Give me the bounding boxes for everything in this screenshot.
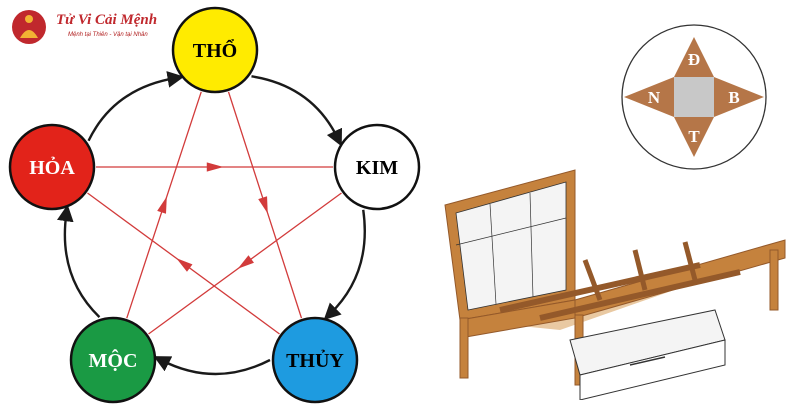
- generating-arrow-moc-hoa: [56, 204, 101, 318]
- element-label-hoa: HỎA: [29, 156, 75, 179]
- logo-title: Tử Vi Cải Mệnh: [56, 12, 158, 28]
- generating-arrow-tho-kim: [251, 75, 342, 147]
- compass-label-east: B: [728, 88, 739, 107]
- controlling-arrowhead-kim-moc: [237, 255, 254, 269]
- bed-drawer[interactable]: [569, 309, 726, 400]
- element-circle-moc: [69, 316, 157, 404]
- generating-arrow-thuy-moc: [153, 356, 271, 376]
- element-node-hoa: HỎA: [8, 123, 96, 211]
- element-label-thuy: THỦY: [286, 349, 344, 372]
- element-circle-kim: [333, 123, 421, 211]
- compass-label-south: T: [688, 127, 700, 146]
- compass-point-right: [714, 77, 764, 117]
- element-node-kim: KIM: [333, 123, 421, 211]
- compass-point-bottom: [674, 117, 714, 157]
- element-label-kim: KIM: [356, 157, 398, 179]
- element-label-moc: MỘC: [89, 349, 138, 372]
- logo-tagline: Mệnh tại Thiên - Vận tại Nhân: [68, 32, 148, 38]
- controlling-arrowhead-tho-thuy: [258, 196, 268, 214]
- bed-frame-illustration: [444, 169, 786, 400]
- element-nodes: THỔ KIM THỦY MỘC HỎA: [8, 6, 421, 404]
- element-node-thuy: THỦY: [271, 316, 359, 404]
- compass-point-top: [674, 37, 714, 77]
- compass-diagram: Đ N B T: [621, 24, 767, 170]
- element-label-tho: THỔ: [193, 38, 237, 62]
- controlling-arrowhead-moc-tho: [157, 196, 167, 214]
- controlling-cycle: [87, 91, 342, 335]
- generating-cycle: [56, 71, 366, 376]
- element-circle-thuy: [271, 316, 359, 404]
- site-logo[interactable]: Tử Vi Cải Mệnh Mệnh tại Thiên - Vận tại …: [8, 6, 208, 50]
- generating-arrow-kim-thuy: [323, 209, 366, 321]
- five-elements-diagram: THỔ KIM THỦY MỘC HỎA: [8, 6, 421, 404]
- element-circle-tho: [171, 6, 259, 94]
- compass-label-west: N: [648, 88, 661, 107]
- element-circle-hoa: [8, 123, 96, 211]
- compass-point-left: [624, 77, 674, 117]
- generating-arrow-hoa-tho: [87, 71, 185, 142]
- compass-center: [674, 77, 714, 117]
- controlling-arrowhead-thuy-hoa: [176, 258, 193, 272]
- buddha-logo-icon: [12, 10, 46, 44]
- compass-label-north: Đ: [688, 50, 700, 69]
- element-node-moc: MỘC: [69, 316, 157, 404]
- bed-headboard: [444, 169, 576, 321]
- drawer-handle[interactable]: [629, 356, 666, 366]
- element-node-tho: THỔ: [171, 6, 259, 94]
- controlling-arrowhead-hoa-kim: [206, 162, 224, 172]
